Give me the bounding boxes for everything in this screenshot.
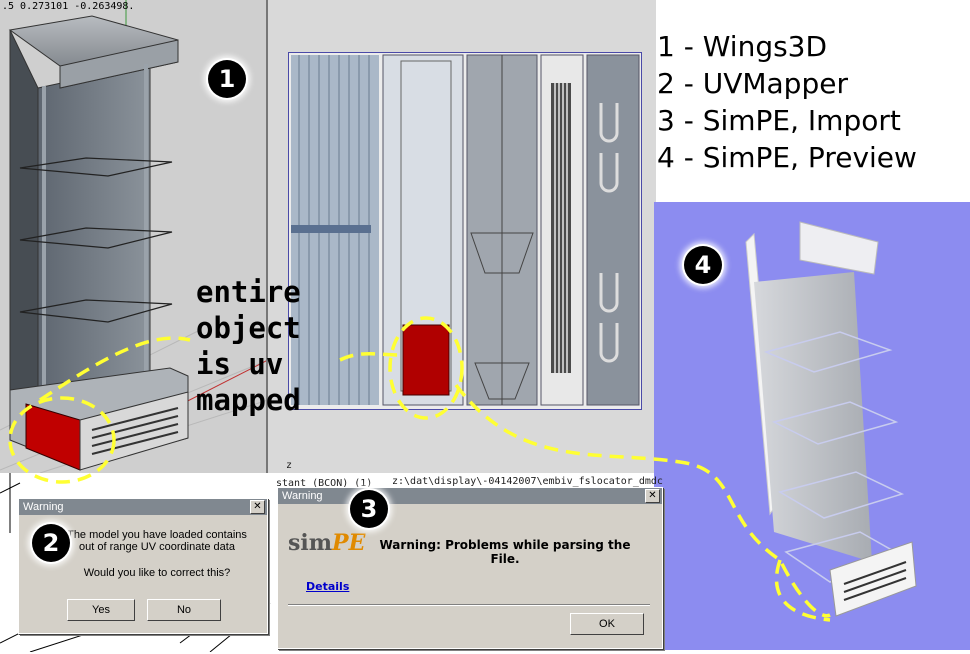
background-stant-text: stant (BCON) (1): [276, 478, 373, 489]
annotation-line-1: entire: [196, 275, 301, 309]
uvmapper-window[interactable]: z: [266, 0, 656, 473]
details-link[interactable]: Details: [306, 580, 350, 593]
uv-layout-texture: [291, 54, 640, 406]
dialog-divider: [288, 604, 650, 606]
annotation-line-4: mapped: [196, 383, 301, 417]
dialog-title: Warning: [23, 501, 64, 513]
annotation-line-3: is uv: [196, 347, 284, 381]
legend-item-uvmapper: 2 - UVMapper: [657, 67, 848, 100]
preview-rack-render: [745, 221, 917, 617]
yes-button[interactable]: Yes: [67, 599, 135, 621]
marker-2: 2: [32, 524, 70, 562]
uv-map-canvas[interactable]: [288, 52, 642, 410]
uvmapper-warning-dialog[interactable]: Warning ✕ The model you have loaded cont…: [18, 498, 268, 634]
display-rack-3d-model: [0, 0, 268, 473]
dialog-titlebar[interactable]: Warning ✕: [278, 488, 662, 504]
dialog-titlebar[interactable]: Warning ✕: [19, 499, 267, 515]
ok-button[interactable]: OK: [570, 613, 644, 635]
annotation-line-2: object: [196, 311, 301, 345]
marker-4: 4: [684, 246, 722, 284]
dialog-message-line-1: The model you have loaded contains: [67, 529, 247, 541]
dialog-message-line-2: out of range UV coordinate data: [79, 541, 235, 553]
legend-item-simpe-import: 3 - SimPE, Import: [657, 104, 901, 137]
background-path-text: z:\dat\display\-04142007\embiv_fslocator…: [392, 476, 663, 487]
simpe-warning-dialog[interactable]: Warning ✕ simPE Warning: Problems while …: [277, 487, 663, 649]
simpe-logo: simPE: [288, 530, 366, 556]
dialog-message-line-1: Warning: Problems while parsing the: [379, 538, 631, 552]
dialog-title: Warning: [282, 490, 323, 502]
axis-label: z: [286, 460, 293, 471]
dialog-question: Would you like to correct this?: [83, 567, 231, 579]
legend-item-simpe-preview: 4 - SimPE, Preview: [657, 141, 917, 174]
dialog-message-line-2: File.: [490, 552, 520, 566]
coordinate-readout: .5 0.273101 -0.263498.: [2, 1, 135, 12]
no-button[interactable]: No: [147, 599, 221, 621]
legend-item-wings3d: 1 - Wings3D: [657, 30, 828, 63]
close-button[interactable]: ✕: [250, 500, 265, 514]
marker-3: 3: [350, 490, 388, 528]
close-button[interactable]: ✕: [645, 489, 660, 503]
marker-1: 1: [208, 60, 246, 98]
